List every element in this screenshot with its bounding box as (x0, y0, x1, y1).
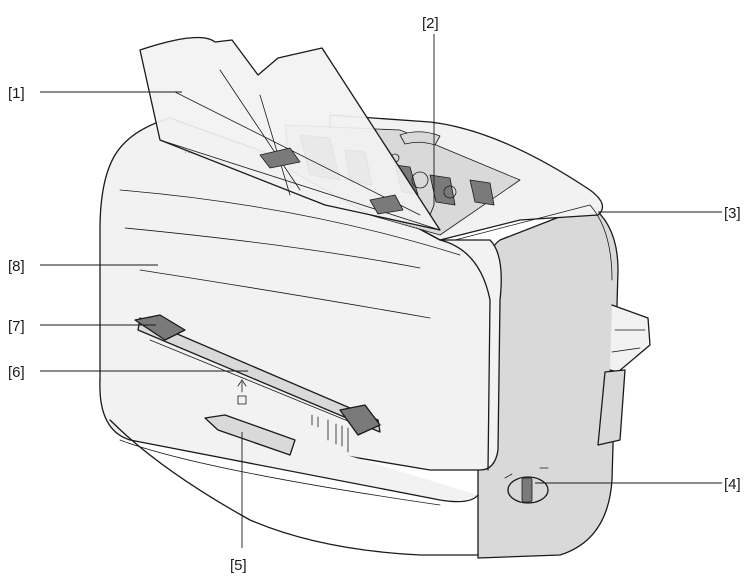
guide-scale-marks (311, 414, 349, 453)
callout-label-6: [6] (8, 364, 25, 381)
callout-label-8: [8] (8, 258, 25, 275)
manual-feed-slot (137, 317, 381, 433)
base-bottom-line (109, 419, 479, 556)
leader-line-2 (429, 34, 435, 216)
rear-tray-shadow (597, 369, 626, 446)
cover-bottom-edge (159, 139, 441, 231)
rear-tray-lines (611, 329, 646, 353)
cover-reflection-1 (174, 91, 421, 216)
cover-stop-right (369, 194, 404, 215)
front-cover-seam-1 (119, 189, 461, 256)
printer-illustration (99, 36, 651, 559)
top-handle (399, 131, 441, 146)
feed-direction-icon (237, 379, 247, 405)
rear-tray (609, 304, 651, 373)
front-cover-seam-3 (139, 269, 431, 319)
cover-reflection-3 (259, 94, 291, 196)
paper-guide-right (339, 404, 381, 436)
cassette-handle (204, 414, 296, 456)
front-corner-line (439, 239, 491, 471)
callout-labels: [1] [2] [3] [4] [5] [6] [7] [8] (8, 15, 741, 574)
callout-label-2: [2] (422, 15, 439, 32)
paper-guide-left (134, 314, 186, 341)
manual-feed-slot-lip (149, 339, 371, 431)
cover-reflection-2 (219, 69, 301, 191)
top-edge-line (454, 204, 613, 281)
callout-label-3: [3] (724, 205, 741, 222)
cover-stop-left (259, 147, 301, 169)
base-seam (119, 439, 441, 506)
callout-label-1: [1] (8, 85, 25, 102)
callout-label-7: [7] (8, 318, 25, 335)
power-switch (504, 467, 549, 504)
open-top-cover (139, 36, 441, 231)
power-switch-marks (504, 467, 549, 479)
callout-label-5: [5] (230, 557, 247, 574)
callout-label-4: [4] (724, 476, 741, 493)
front-cover-seam-2 (124, 227, 421, 269)
leader-lines (40, 34, 722, 548)
